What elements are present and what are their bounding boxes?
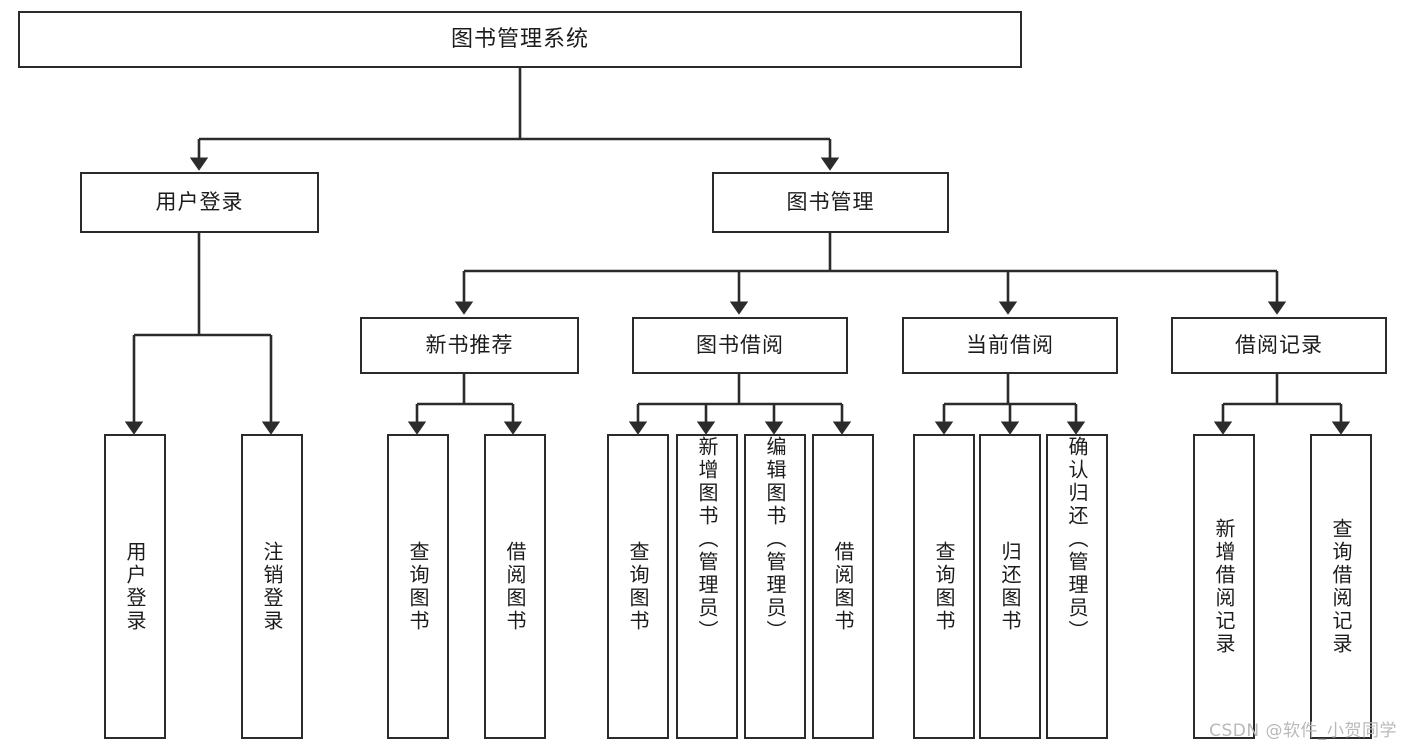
node-label: 新书推荐 (425, 333, 514, 358)
node-book-management[interactable]: 图书管理 (712, 172, 949, 233)
leaf-add-book-admin[interactable]: 新增图书（管理员） (676, 434, 738, 739)
leaf-borrow-book[interactable]: 借阅图书 (812, 434, 874, 739)
leaf-label: 查询图书 (406, 540, 430, 633)
leaf-query-book-current[interactable]: 查询图书 (913, 434, 975, 739)
leaf-borrow-book-recommend[interactable]: 借阅图书 (484, 434, 546, 739)
leaf-label: 借阅图书 (503, 540, 527, 633)
leaf-label: 查询借阅记录 (1329, 517, 1353, 656)
node-label: 借阅记录 (1235, 333, 1323, 358)
leaf-label: 注销登录 (260, 540, 284, 633)
leaf-label: 归还图书 (998, 540, 1022, 633)
leaf-return-book[interactable]: 归还图书 (979, 434, 1041, 739)
node-current-borrow[interactable]: 当前借阅 (902, 317, 1118, 374)
leaf-user-login[interactable]: 用户登录 (104, 434, 166, 739)
node-new-book-recommend[interactable]: 新书推荐 (360, 317, 579, 374)
leaf-label: 用户登录 (123, 540, 147, 633)
leaf-add-borrow-record[interactable]: 新增借阅记录 (1193, 434, 1255, 739)
node-root-system[interactable]: 图书管理系统 (18, 11, 1022, 68)
node-label: 图书管理 (786, 190, 875, 215)
node-label: 用户登录 (155, 190, 244, 215)
node-label: 图书管理系统 (450, 26, 589, 52)
leaf-query-book-borrow[interactable]: 查询图书 (607, 434, 669, 739)
leaf-label: 确认归还（管理员） (1065, 436, 1089, 643)
leaf-query-book-recommend[interactable]: 查询图书 (387, 434, 449, 739)
leaf-confirm-return-admin[interactable]: 确认归还（管理员） (1046, 434, 1108, 739)
leaf-logout-login[interactable]: 注销登录 (241, 434, 303, 739)
node-user-login[interactable]: 用户登录 (80, 172, 319, 233)
node-label: 当前借阅 (966, 333, 1054, 358)
node-book-borrow[interactable]: 图书借阅 (632, 317, 848, 374)
node-label: 图书借阅 (696, 333, 784, 358)
leaf-label: 新增图书（管理员） (695, 436, 719, 643)
leaf-label: 查询图书 (626, 540, 650, 633)
leaf-label: 新增借阅记录 (1212, 517, 1236, 656)
watermark-text: CSDN @软件_小贺同学 (1209, 721, 1397, 741)
leaf-label: 查询图书 (932, 540, 956, 633)
leaf-edit-book-admin[interactable]: 编辑图书（管理员） (744, 434, 806, 739)
node-borrow-records[interactable]: 借阅记录 (1171, 317, 1387, 374)
leaf-query-borrow-record[interactable]: 查询借阅记录 (1310, 434, 1372, 739)
leaf-label: 借阅图书 (831, 540, 855, 633)
leaf-label: 编辑图书（管理员） (763, 436, 787, 643)
